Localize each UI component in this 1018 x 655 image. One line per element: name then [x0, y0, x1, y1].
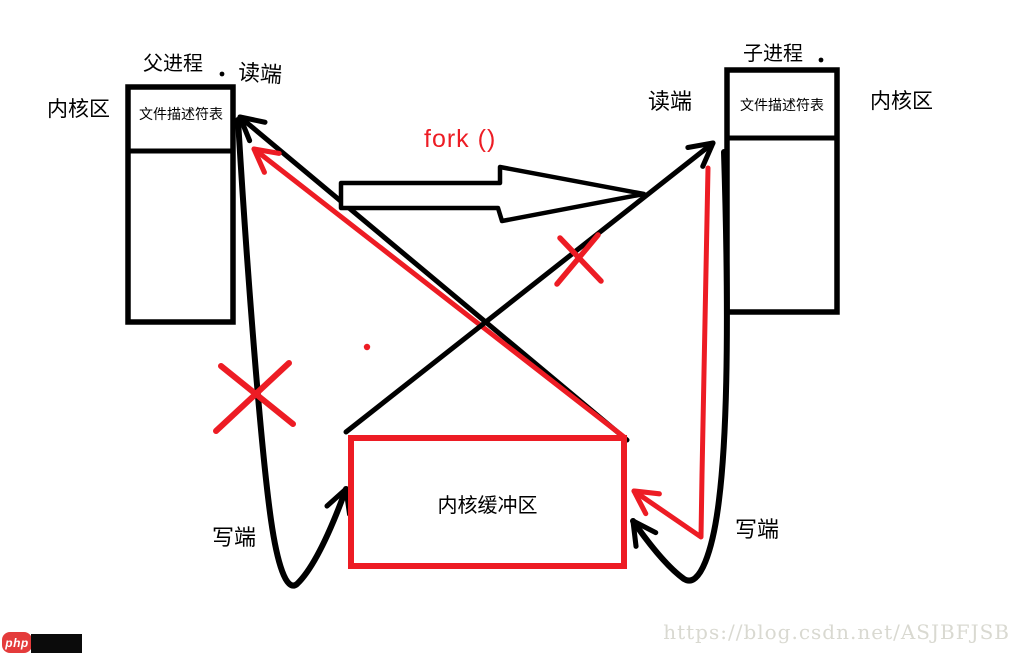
arrow-buffer-to-child-read — [343, 140, 716, 435]
red-dot-mark — [363, 343, 371, 351]
write-end-right-label: 写端 — [735, 517, 780, 542]
php-logo: php — [2, 632, 32, 653]
ink-speck-right — [818, 57, 824, 63]
blog-watermark: https://blog.csdn.net/ASJBFJSB — [663, 620, 1010, 644]
kernel-buffer-label: 内核缓冲区 — [437, 495, 538, 517]
arrow-parent-to-buffer-write — [235, 117, 353, 589]
kernel-buffer-box — [348, 435, 627, 569]
child-process-title: 子进程 — [743, 43, 803, 65]
fork-call-label: fork () — [424, 125, 497, 153]
fd-table-child-label: 文件描述符表 — [740, 97, 824, 113]
child-process-box — [724, 67, 840, 315]
kernel-area-right-label: 内核区 — [870, 90, 933, 113]
arrow-child-to-buffer-write — [630, 149, 730, 584]
read-end-right-label: 读端 — [648, 89, 693, 114]
parent-process-box — [125, 84, 236, 325]
fd-table-parent-label: 文件描述符表 — [139, 106, 223, 122]
ink-speck-left — [219, 71, 225, 77]
red-arrow-buffer-to-parent-read — [251, 146, 627, 440]
red-x-parent-write — [213, 360, 296, 434]
fork-arrow — [338, 164, 647, 224]
red-arrow-child-to-buffer-write — [631, 165, 711, 540]
footer-black-bar — [31, 634, 82, 653]
red-x-child-read — [554, 232, 604, 287]
parent-process-title: 父进程 — [143, 53, 203, 75]
read-end-left-label: 读端 — [237, 59, 283, 88]
write-end-left-label: 写端 — [212, 525, 257, 550]
kernel-area-left-label: 内核区 — [47, 98, 110, 121]
